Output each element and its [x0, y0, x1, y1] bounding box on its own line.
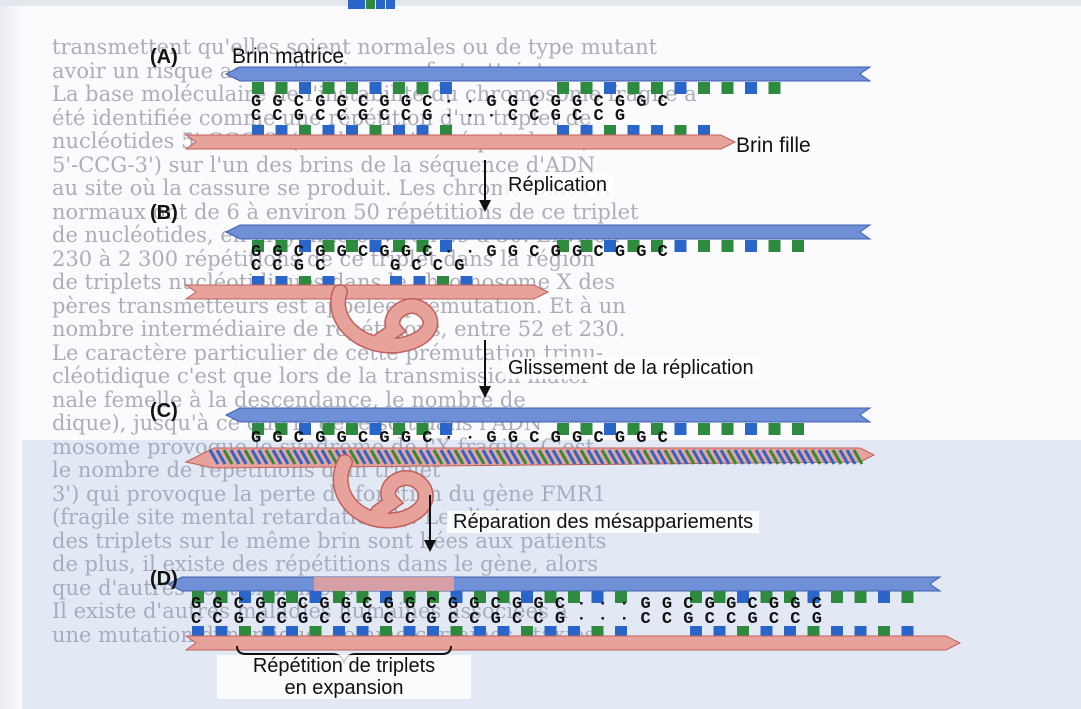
panel-c-template-base — [745, 423, 757, 435]
template-strand-label: Brin matrice — [232, 46, 344, 68]
panel-d-template-base — [831, 591, 843, 603]
panel-d-inserted-segment — [314, 577, 454, 591]
panel-a-daughter-sequence: C C G C C G C C G · · · C C G C C G — [251, 108, 626, 125]
expansion-label-line1: Répétition de triplets — [217, 655, 471, 677]
panel-letter-a: (A) — [150, 46, 178, 68]
panel-b-loop-base — [366, 0, 375, 9]
panel-b-loop-base — [348, 0, 357, 9]
arrow-slippage-head — [479, 386, 491, 398]
panel-b-loop-base — [356, 0, 365, 9]
panel-a-template-base — [722, 82, 734, 94]
panel-b-template-base — [769, 240, 781, 252]
panel-d-template-base — [855, 591, 867, 603]
step-label-mismatch-repair: Réparation des mésappariements — [447, 511, 759, 533]
panel-c-template-sequence: G G C G G C G G C · · G G C G G C G G C — [251, 430, 668, 447]
panel-b-template-base — [745, 240, 757, 252]
panel-a-template-base — [745, 82, 757, 94]
panel-c-template-base — [769, 423, 781, 435]
expansion-label-line2: en expansion — [217, 677, 471, 699]
panel-d-template-strand — [168, 577, 940, 591]
panel-b-slipped-loop — [338, 292, 430, 346]
arrow-mismatch-repair-head — [424, 540, 436, 552]
panel-c-slipped-loop — [341, 462, 426, 520]
panel-letter-b: (B) — [150, 202, 178, 224]
panel-a-template-base — [769, 82, 781, 94]
panel-a-template-strand — [226, 67, 870, 81]
panel-a-template-base — [698, 82, 710, 94]
panel-b-template-strand — [226, 225, 870, 239]
panel-b-loop-base — [376, 0, 385, 9]
step-label-slippage: Glissement de la réplication — [502, 357, 760, 379]
daughter-strand-label: Brin fille — [736, 135, 811, 157]
panel-b-daughter-strand — [186, 285, 548, 299]
panel-a-daughter-strand — [186, 135, 735, 149]
panel-b-template-base — [792, 240, 804, 252]
panel-d-daughter-sequence: C C G C C G C C G C C G C C G C C G · · … — [191, 611, 822, 628]
panel-c-template-base — [722, 423, 734, 435]
step-label-replication: Réplication — [502, 174, 613, 196]
panel-d-daughter-strand — [186, 636, 960, 650]
panel-c-template-base — [698, 423, 710, 435]
arrow-replication-head — [479, 200, 491, 212]
panel-b-daughter-sequence-left: C C G C — [251, 258, 326, 275]
panel-b-template-base — [698, 240, 710, 252]
panel-c-template-base — [675, 423, 687, 435]
panel-a-template-base — [675, 82, 687, 94]
panel-letter-c: (C) — [150, 400, 178, 422]
panel-c-template-base — [792, 423, 804, 435]
panel-b-daughter-sequence-right: G C C G — [390, 258, 465, 275]
panel-d-template-base — [878, 591, 890, 603]
panel-letter-d: (D) — [150, 568, 178, 590]
panel-b-loop-base — [386, 0, 395, 9]
panel-b-template-base — [722, 240, 734, 252]
panel-b-template-base — [675, 240, 687, 252]
panel-d-template-base — [902, 591, 914, 603]
panel-c-template-strand — [226, 408, 870, 422]
